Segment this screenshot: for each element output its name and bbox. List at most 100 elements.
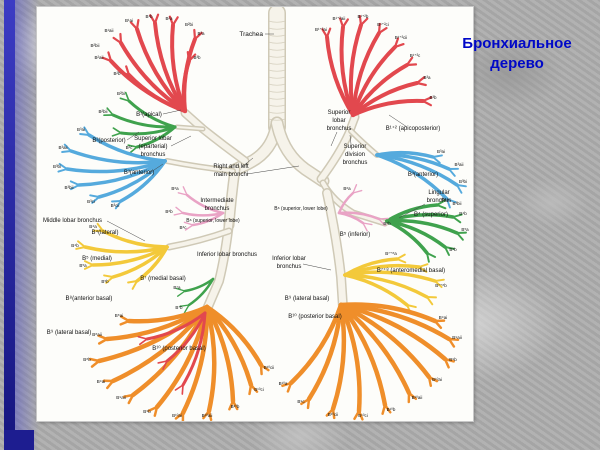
anatomy-label: B³aii	[454, 162, 463, 167]
anatomy-label: B²bii	[98, 109, 107, 114]
bronchial-branch-middle-lobe	[83, 245, 169, 254]
label-leader-line	[170, 135, 192, 147]
anatomy-label: B¹⁰ci	[254, 387, 264, 392]
bronchial-twig-lingular-segments	[452, 213, 463, 218]
label-leader-line	[106, 220, 146, 242]
anatomy-label: B⁵a	[461, 227, 469, 232]
tracheal-ring	[268, 69, 286, 72]
tracheal-ring	[268, 62, 286, 65]
anatomy-label: B³b	[429, 95, 437, 100]
airway-left-inferior-lobar-bronchus-fill	[323, 189, 347, 311]
slide-title-line1: Бронхиальное	[462, 35, 572, 52]
anatomy-label: B⁹aii	[452, 335, 461, 340]
anatomy-label: lobar	[332, 118, 345, 124]
bronchial-twig-apicoposterior-left	[405, 63, 418, 67]
bronchial-twig-middle-lobe	[96, 222, 104, 232]
bronchial-twig-apical-posterior-right	[112, 36, 123, 45]
bronchial-twig-apicoposterior-left	[341, 18, 349, 29]
anatomy-label: bronchus	[327, 126, 352, 132]
tracheal-ring	[268, 90, 286, 93]
bronchial-twig-superior-b6-right	[184, 224, 194, 231]
airway-posterior-segment-stub-fill	[176, 126, 204, 130]
anatomy-label: B⁵ (inferior)	[340, 231, 371, 238]
bronchial-branch-middle-lobe	[91, 245, 169, 267]
bronchial-twig-superior-b6-left	[352, 184, 358, 194]
bronchial-twig-apical-posterior-right	[135, 19, 140, 31]
bronchial-twig-apicoposterior-left	[415, 76, 426, 85]
anatomy-label: B¹⁺²ci	[377, 22, 389, 27]
anatomy-label: B⁵ (medial)	[82, 255, 112, 262]
bronchial-twig-anteromedial-basal-left	[434, 278, 445, 282]
bronchial-twig-basal-right	[147, 405, 159, 412]
anatomy-label: bronchus	[427, 198, 452, 204]
bronchial-branch-anterior-right	[77, 159, 167, 187]
bronchial-twig-apical-posterior-right	[193, 31, 203, 41]
bronchial-branch-posterior-right	[135, 125, 177, 149]
anatomy-label: bronchus	[343, 160, 368, 166]
bronchial-twig-anterior-right	[83, 126, 90, 136]
bronchial-twig-apical-posterior-right	[119, 32, 123, 45]
label-leader-line	[246, 165, 300, 175]
bronchial-branch-basal-left	[338, 302, 448, 362]
bronchial-twig-basal-left	[447, 337, 456, 348]
anatomy-label: Intermediate	[200, 198, 234, 204]
bronchial-branch-superior-b6-left	[337, 191, 355, 215]
anatomy-label: B⁸ai	[115, 313, 123, 318]
bronchial-twig-basal-right	[119, 315, 131, 323]
bronchial-twig-middle-lobe	[75, 246, 86, 250]
bronchial-twig-lingular-segments	[456, 232, 464, 241]
anatomy-label: B¹⁰a	[279, 381, 288, 386]
bronchial-twig-apical-posterior-right	[187, 53, 197, 63]
bronchial-branch-basal-right	[204, 304, 236, 404]
anatomy-label: B⁹ai	[439, 315, 447, 320]
anatomy-label: B⁹b	[449, 357, 457, 362]
anatomy-label: Right and left	[213, 164, 249, 170]
anatomy-label: B¹⁰ai	[172, 413, 182, 418]
bronchial-branch-apical-posterior-right	[170, 23, 187, 113]
bronchial-twig-basal-left	[433, 319, 443, 330]
bronchial-twig-anterior-left	[432, 154, 443, 158]
bronchial-twig-apical-posterior-right	[129, 21, 139, 31]
anatomy-label: B⁹ (lateral basal)	[47, 329, 92, 336]
bronchial-twig-middle-lobe	[83, 260, 94, 266]
bronchial-twig-lingular-segments	[436, 199, 446, 206]
bronchial-twig-posterior-right	[124, 91, 130, 102]
anatomy-label: B¹⁰b	[387, 407, 396, 412]
anatomy-label: B¹⁺²b	[358, 14, 369, 19]
anatomy-label: B³a	[197, 31, 205, 36]
bronchial-branch-anterior-right	[65, 159, 167, 174]
bronchial-twig-anterior-right	[89, 194, 100, 198]
anatomy-label: B³(anterior)	[408, 172, 438, 178]
bronchial-twig-superior-b6-right	[182, 186, 188, 196]
bronchial-branch-superior-b6-right	[181, 211, 225, 217]
bronchial-twig-apicoposterior-left	[321, 28, 329, 39]
bronchial-twig-basal-right-red	[181, 384, 184, 395]
bronchial-twig-lingular-segments	[444, 246, 455, 250]
airway-left-main-bronchus-fill	[272, 118, 328, 186]
anatomy-label: B⁴a	[441, 197, 449, 202]
bronchial-branch-apicoposterior-left	[351, 45, 397, 117]
bronchial-twig-anterior-left	[446, 198, 451, 209]
bronchial-twig-basal-right	[259, 363, 263, 376]
bronchial-twig-anterior-right	[61, 150, 72, 153]
bronchial-twig-anteromedial-basal-left	[418, 263, 429, 268]
bronchial-twig-apicoposterior-left	[393, 43, 405, 49]
bronchial-twig-basal-right	[248, 383, 253, 396]
bronchial-twig-anterior-right	[70, 184, 80, 191]
bronchial-twig-apicoposterior-left	[421, 99, 432, 107]
bronchial-twig-anterior-right	[63, 143, 72, 152]
bronchial-twig-anterior-right	[57, 168, 68, 173]
bronchial-twig-apical-posterior-right	[171, 16, 179, 27]
anatomy-label: B²bi	[185, 22, 193, 27]
anatomy-label: B³bii	[64, 185, 73, 190]
bronchial-twig-anteromedial-basal-left	[418, 266, 428, 273]
anatomy-label: Inferior lobar	[272, 256, 306, 262]
anatomy-label: B⁶b	[165, 209, 173, 214]
bronchial-branch-apicoposterior-left	[351, 98, 425, 117]
anatomy-label: Inferior lobar bronchus	[197, 252, 257, 258]
anatomy-label: B²bi	[117, 91, 125, 96]
anatomy-label: B¹⁰ci	[358, 413, 368, 418]
bronchial-twig-anterior-left	[446, 198, 457, 204]
bronchial-twig-middle-lobe	[103, 274, 114, 278]
